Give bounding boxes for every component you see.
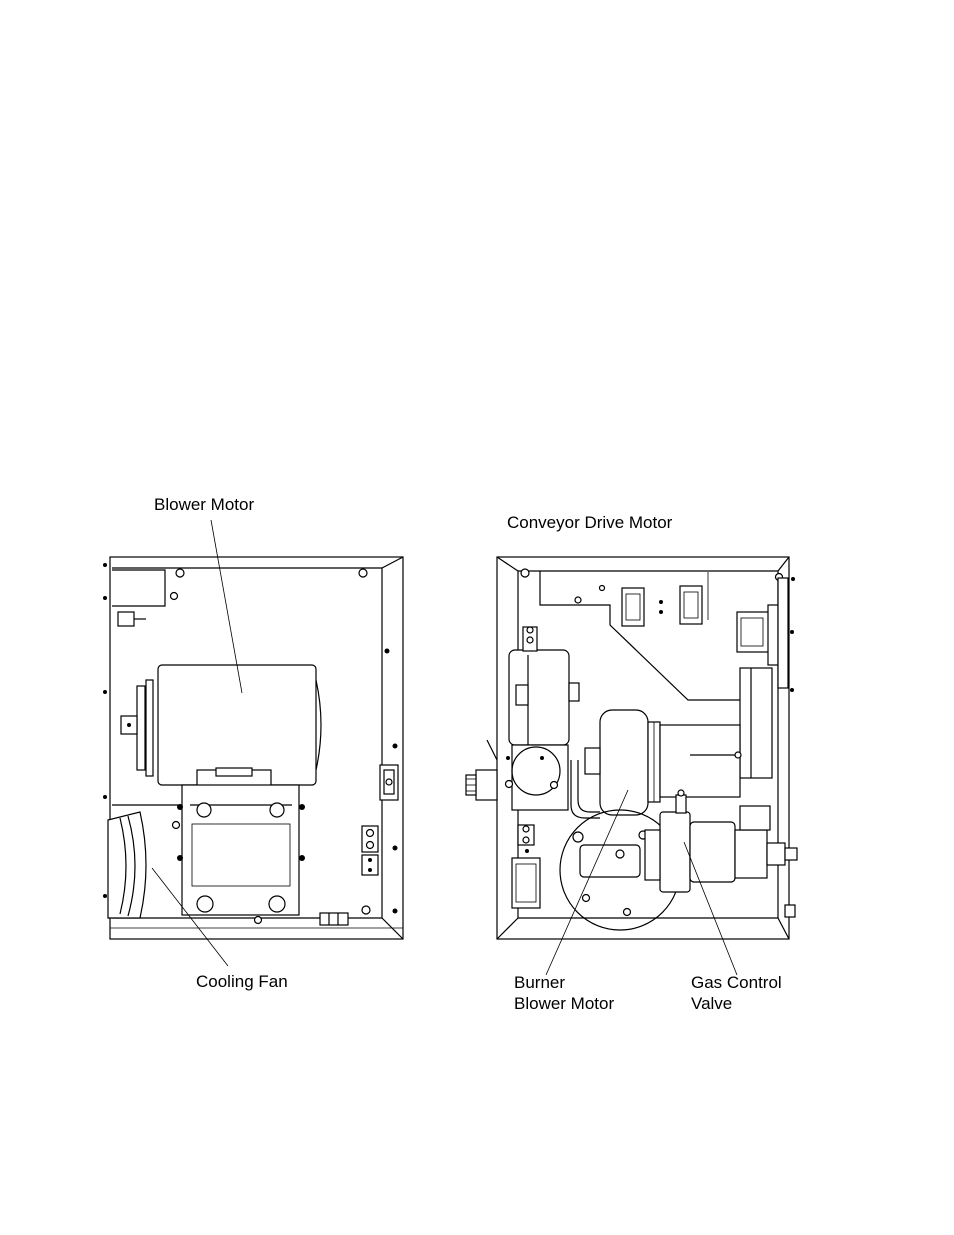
burner-blower-motor <box>571 710 741 818</box>
cooling-fan <box>108 805 182 918</box>
conveyor-drive-motor <box>506 627 580 810</box>
label-cooling-fan: Cooling Fan <box>196 972 288 991</box>
label-burner-blower-motor-line2: Blower Motor <box>514 994 614 1013</box>
left-control-panel <box>103 557 403 939</box>
label-gas-control-valve-line1: Gas Control <box>691 973 782 992</box>
blower-motor <box>121 665 321 785</box>
label-gas-control-valve-line2: Valve <box>691 994 732 1013</box>
label-blower-motor: Blower Motor <box>154 495 254 514</box>
label-burner-blower-motor-line1: Burner <box>514 973 565 992</box>
label-conveyor-drive-motor: Conveyor Drive Motor <box>507 513 673 532</box>
right-control-panel <box>466 557 797 939</box>
gas-control-valve <box>645 790 797 892</box>
